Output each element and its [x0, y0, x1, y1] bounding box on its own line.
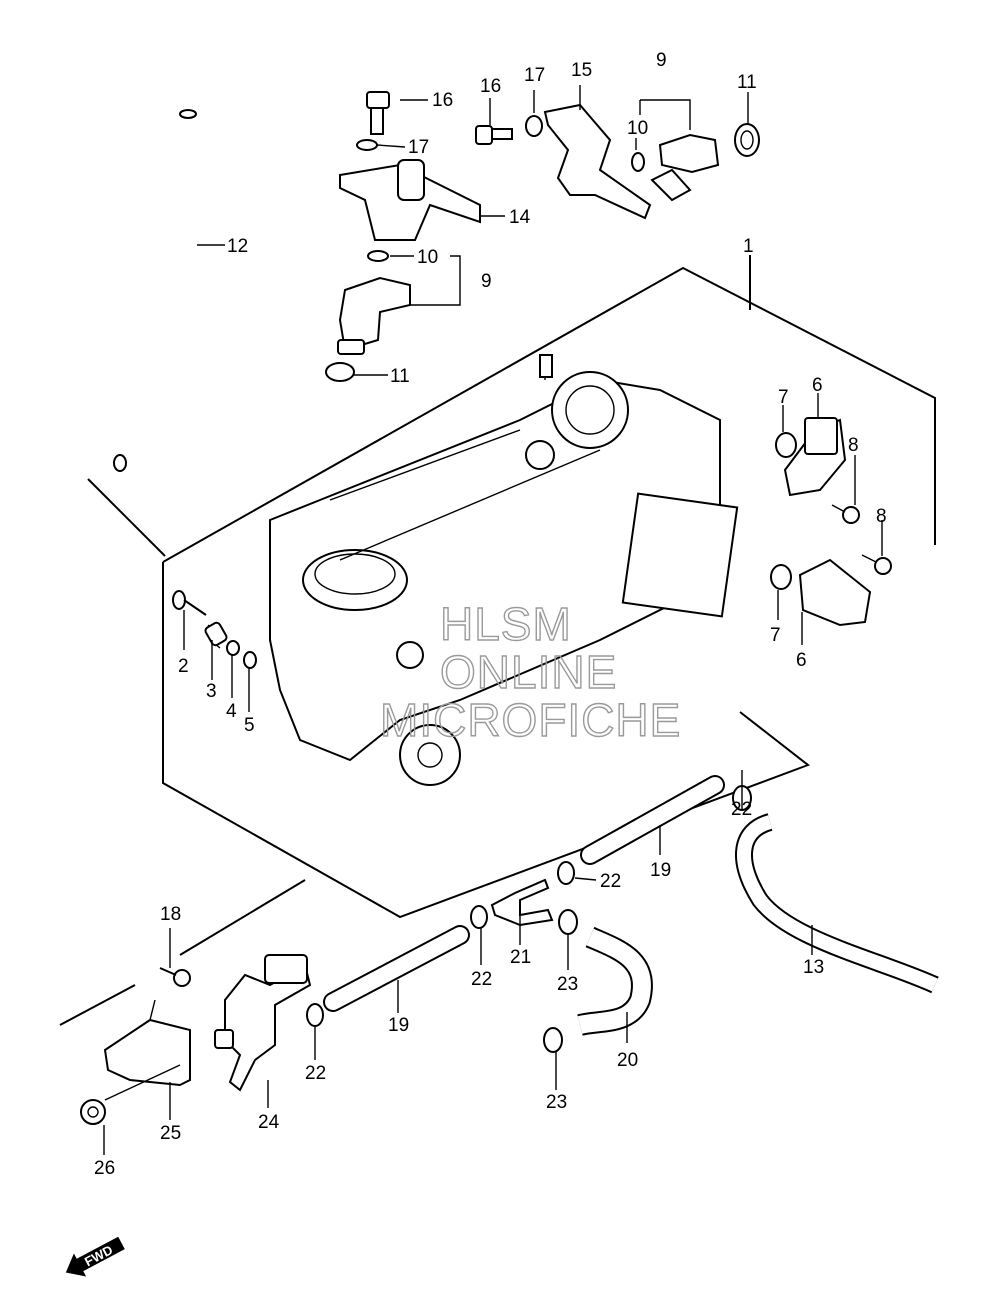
washer-4[interactable] — [226, 640, 240, 656]
bolt-16-left[interactable] — [366, 91, 390, 135]
callout-26: 26 — [94, 1158, 115, 1179]
callout-14: 14 — [509, 207, 531, 228]
clamp-23-a[interactable] — [558, 909, 578, 935]
callout-4: 4 — [226, 701, 237, 722]
callout-12: 12 — [227, 236, 248, 257]
callout-23-b: 23 — [546, 1092, 567, 1113]
hose-12[interactable] — [113, 109, 218, 472]
callout-8-upper: 8 — [848, 435, 859, 456]
bracket-leader — [59, 984, 136, 1026]
fuel-delivery-pipe-15[interactable] — [543, 103, 652, 220]
cushion-11-lower[interactable] — [325, 362, 355, 382]
assembly-lower-leader — [179, 879, 306, 956]
callout-2: 2 — [178, 656, 189, 677]
fuel-injector-9-upper[interactable] — [650, 133, 720, 202]
callout-23-a: 23 — [557, 974, 578, 995]
hose-19-lower[interactable] — [323, 925, 470, 1012]
joint-21[interactable] — [490, 878, 554, 927]
callout-7-upper: 7 — [778, 387, 789, 408]
throttle-body[interactable] — [269, 354, 739, 786]
fwd-arrow-label: FWD — [82, 1242, 115, 1269]
callout-22-a: 22 — [731, 799, 752, 820]
callout-10-upper: 10 — [627, 118, 648, 139]
callout-9-upper: 9 — [656, 50, 667, 71]
callout-numbers: 1 2 3 4 5 6 6 7 7 8 8 9 9 10 10 11 11 12… — [94, 50, 887, 1179]
spring-3[interactable] — [204, 621, 228, 649]
callout-16-top: 16 — [480, 76, 501, 97]
callout-8-lower: 8 — [876, 506, 887, 527]
bracket-25[interactable] — [103, 999, 191, 1087]
callout-24: 24 — [258, 1112, 280, 1133]
cushion-11-upper[interactable] — [734, 123, 760, 157]
clamp-23-b[interactable] — [543, 1027, 563, 1053]
callout-18: 18 — [160, 904, 181, 925]
bolt-16-right[interactable] — [475, 125, 513, 145]
washer-17-right[interactable] — [525, 115, 543, 137]
callout-10-lower: 10 — [417, 247, 438, 268]
clamp-22-d[interactable] — [306, 1003, 324, 1027]
watermark: HLSM ONLINE MICROFICHE — [379, 597, 681, 746]
o-ring-17-left[interactable] — [356, 139, 378, 151]
solenoid-valve-24[interactable] — [214, 954, 312, 1092]
o-ring-7-lower[interactable] — [770, 564, 792, 590]
fuel-delivery-pipe-14[interactable] — [339, 159, 481, 241]
screw-8-lower[interactable] — [861, 554, 892, 575]
callout-11-upper: 11 — [737, 72, 757, 93]
leader-lines — [103, 85, 883, 1155]
watermark-line-2: ONLINE — [440, 646, 617, 698]
bolt-18[interactable] — [159, 967, 191, 987]
throttle-body-assembly-outline — [87, 255, 936, 919]
callout-16-right-label: 16 — [432, 90, 453, 111]
callout-19-lower: 19 — [388, 1015, 409, 1036]
o-ring-10-upper[interactable] — [631, 152, 645, 172]
callout-7-lower: 7 — [770, 625, 781, 646]
callout-15: 15 — [571, 60, 592, 81]
callout-17-left: 17 — [408, 137, 429, 158]
hose-13[interactable] — [735, 813, 939, 994]
sensor-6-lower[interactable] — [798, 558, 872, 627]
clamp-22-c[interactable] — [470, 905, 488, 929]
callout-13: 13 — [803, 957, 824, 978]
o-ring-10-lower[interactable] — [367, 250, 389, 262]
callout-22-d: 22 — [305, 1063, 326, 1084]
watermark-line-1: HLSM — [440, 598, 572, 650]
callout-9-lower: 9 — [481, 271, 492, 292]
callout-20: 20 — [617, 1050, 638, 1071]
screw-2[interactable] — [172, 590, 207, 616]
callout-22-b: 22 — [600, 871, 621, 892]
screw-8-upper[interactable] — [831, 504, 860, 524]
callout-5: 5 — [244, 715, 255, 736]
sensor-6-upper[interactable] — [783, 417, 847, 497]
o-ring-5[interactable] — [243, 651, 257, 669]
o-ring-7-upper[interactable] — [775, 432, 797, 458]
callout-17-top: 17 — [524, 65, 545, 86]
clamp-22-b[interactable] — [557, 861, 575, 885]
callout-19-upper: 19 — [650, 860, 671, 881]
fuel-injector-9-lower[interactable] — [337, 276, 411, 355]
callout-6-upper: 6 — [812, 375, 823, 396]
callout-21: 21 — [510, 947, 531, 968]
callout-1: 1 — [743, 236, 754, 257]
fwd-arrow: FWD — [65, 1236, 125, 1277]
watermark-line-3: MICROFICHE — [380, 694, 681, 746]
nut-26[interactable] — [80, 1099, 106, 1125]
hose-20[interactable] — [577, 926, 653, 1036]
hose-19-upper[interactable] — [580, 775, 725, 865]
callout-6-lower: 6 — [796, 650, 807, 671]
callout-25: 25 — [160, 1123, 181, 1144]
callout-22-c: 22 — [471, 969, 492, 990]
callout-3: 3 — [206, 681, 217, 702]
callout-11-lower: 11 — [390, 366, 410, 387]
